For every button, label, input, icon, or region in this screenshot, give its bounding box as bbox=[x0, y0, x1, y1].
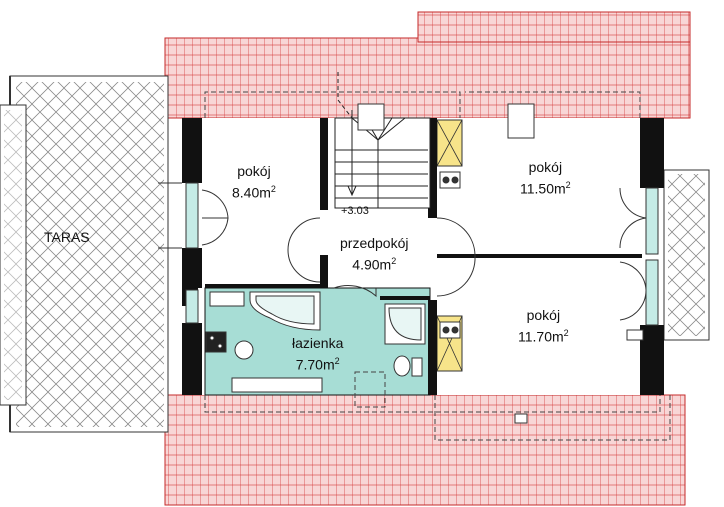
room-label-pokoj-a: pokój 8.40m2 bbox=[232, 162, 276, 202]
room-label-taras: TARAS bbox=[44, 228, 90, 246]
taras-name: TARAS bbox=[44, 229, 90, 245]
terrace bbox=[0, 75, 169, 433]
przedpokoj-area: 4.90m bbox=[352, 256, 392, 273]
roof-top bbox=[164, 11, 691, 119]
pokoj-c-area: 11.70m bbox=[518, 328, 564, 345]
roof-bottom bbox=[164, 394, 686, 506]
pokoj-c-area-wrap: 11.70m2 bbox=[518, 324, 569, 346]
windows bbox=[158, 182, 665, 326]
level-marker: +3.03 bbox=[341, 205, 369, 217]
room-label-przedpokoj: przedpokój 4.90m2 bbox=[340, 234, 409, 274]
lazienka-name: łazienka bbox=[292, 335, 344, 351]
lazienka-area: 7.70m bbox=[295, 356, 335, 373]
pokoj-b-area: 11.50m bbox=[520, 180, 566, 197]
roof-dashed-lines bbox=[204, 91, 671, 441]
door-swings bbox=[201, 187, 647, 321]
pokoj-a-name: pokój bbox=[237, 163, 271, 179]
level-value: +3.03 bbox=[341, 205, 369, 217]
balcony-right bbox=[663, 169, 710, 341]
pokoj-b-sup: 2 bbox=[565, 180, 571, 190]
pokoj-b-name: pokój bbox=[528, 159, 563, 175]
room-label-lazienka: łazienka 7.70m2 bbox=[292, 334, 343, 374]
pokoj-c-sup: 2 bbox=[563, 328, 569, 338]
skylights bbox=[357, 103, 535, 424]
pokoj-c-name: pokój bbox=[526, 307, 561, 323]
przedpokoj-sup: 2 bbox=[391, 256, 397, 266]
pokoj-b-area-wrap: 11.50m2 bbox=[520, 176, 571, 198]
staircase bbox=[334, 72, 431, 209]
room-label-pokoj-b: pokój 11.50m2 bbox=[520, 158, 571, 198]
bathroom-fixtures bbox=[205, 171, 644, 393]
przedpokoj-name: przedpokój bbox=[340, 235, 409, 251]
room-label-pokoj-c: pokój 11.70m2 bbox=[518, 306, 569, 346]
lazienka-area-wrap: 7.70m2 bbox=[292, 352, 343, 374]
pokoj-a-sup: 2 bbox=[270, 184, 276, 194]
pokoj-a-area-wrap: 8.40m2 bbox=[232, 180, 276, 202]
pokoj-a-area: 8.40m bbox=[232, 184, 271, 201]
przedpokoj-area-wrap: 4.90m2 bbox=[340, 252, 409, 274]
lazienka-sup: 2 bbox=[334, 356, 340, 366]
